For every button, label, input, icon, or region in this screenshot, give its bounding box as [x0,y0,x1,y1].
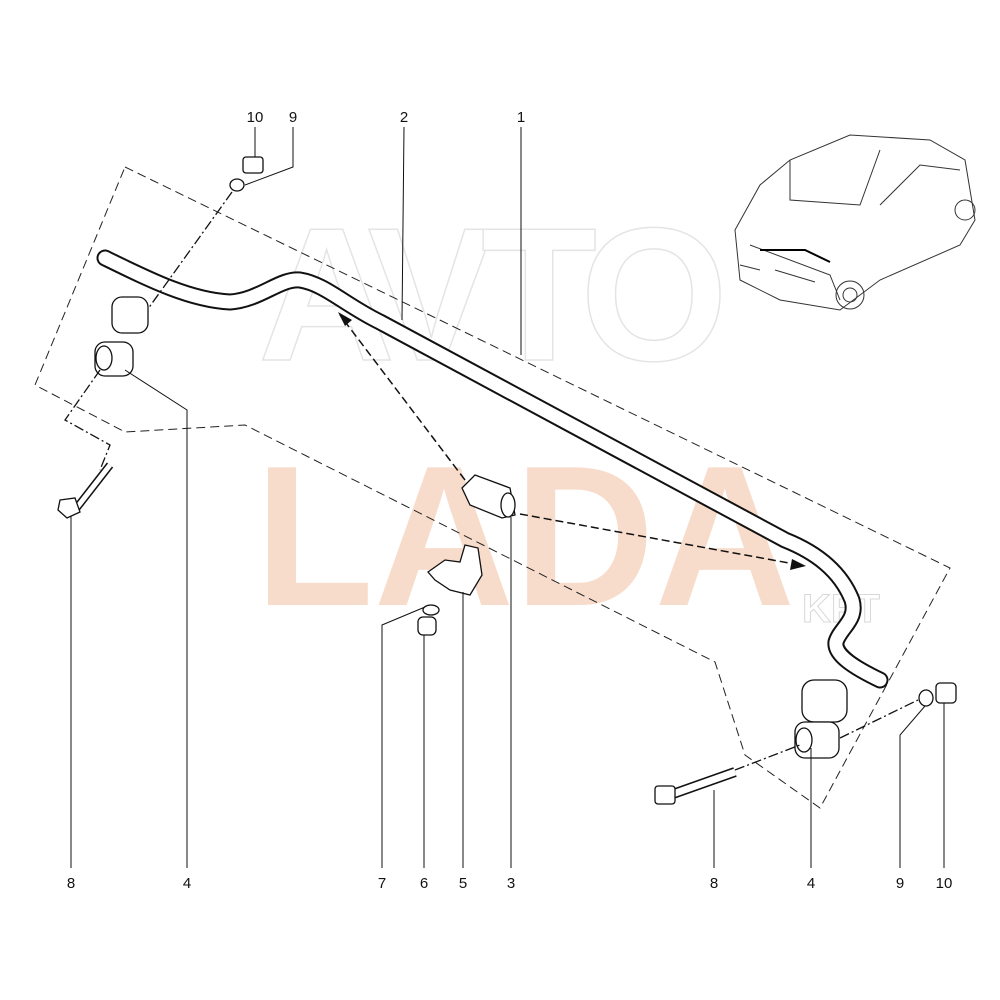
arrow-head-right [790,559,806,570]
assembly-arrows [339,314,801,566]
assembly-outline [34,166,951,809]
callout-8: 8 [67,875,75,892]
callout-3: 3 [507,875,515,892]
right-link [654,679,957,805]
vehicle-location-thumbnail [734,134,976,311]
callout-5: 5 [459,875,467,892]
callout-labels: 10 9 2 1 8 4 7 6 5 3 8 4 9 10 [67,109,953,892]
callout-10-right: 10 [936,875,953,892]
callout-8-right: 8 [710,875,718,892]
callout-2: 2 [400,109,408,126]
watermark-brand: LADA [255,425,795,648]
center-parts [417,474,516,636]
watermark: AVTO LADA KFT [255,188,880,648]
watermark-faint: AVTO [258,189,728,401]
callout-4: 4 [183,875,191,892]
callout-6: 6 [420,875,428,892]
leader-lines [70,126,945,868]
callout-1: 1 [517,109,525,126]
left-link [57,156,264,519]
callout-9-right: 9 [896,875,904,892]
callout-7: 7 [378,875,386,892]
callout-9: 9 [289,109,297,126]
arrow-head-left [338,312,352,326]
callout-4-right: 4 [807,875,815,892]
callout-10: 10 [247,109,264,126]
stabilizer-bar [96,249,889,689]
